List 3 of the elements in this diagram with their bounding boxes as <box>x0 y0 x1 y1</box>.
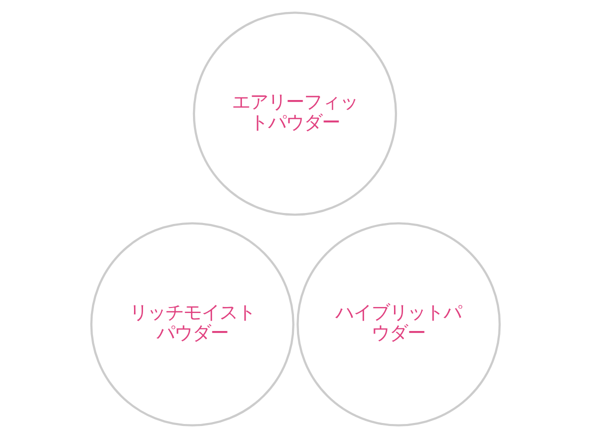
node-circle: リッチモイストパウダー <box>90 222 294 426</box>
node-circle: エアリーフィットパウダー <box>192 12 397 216</box>
node-circle: ハイブリットパウダー <box>296 222 500 426</box>
